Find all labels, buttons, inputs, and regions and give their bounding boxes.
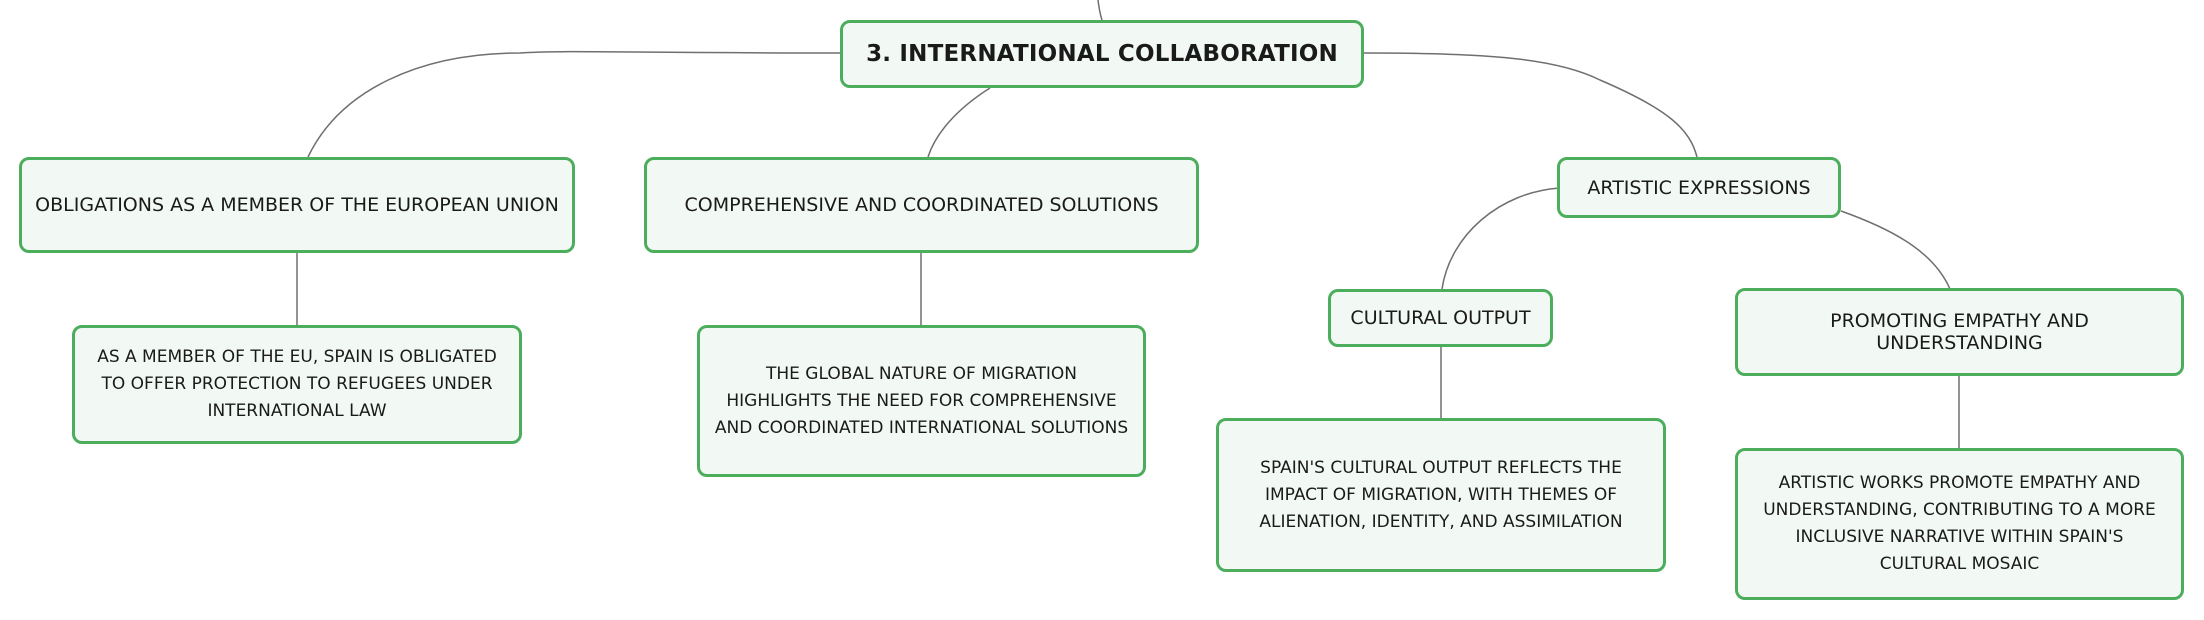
connector-parent-to-root — [1097, 0, 1103, 21]
topic-label: ARTISTIC EXPRESSIONS — [1587, 176, 1811, 199]
connector-root-to-comprehensive — [927, 87, 991, 158]
topic-label: OBLIGATIONS AS A MEMBER OF THE EUROPEAN … — [35, 194, 559, 216]
detail-comprehensive-solutions[interactable]: THE GLOBAL NATURE OF MIGRATION HIGHLIGHT… — [697, 325, 1146, 477]
detail-empathy-understanding[interactable]: ARTISTIC WORKS PROMOTE EMPATHY AND UNDER… — [1735, 448, 2184, 600]
detail-cultural-output[interactable]: SPAIN'S CULTURAL OUTPUT REFLECTS THE IMP… — [1216, 418, 1666, 572]
connector-artistic-to-empathy — [1840, 210, 1951, 290]
subtopic-label: CULTURAL OUTPUT — [1350, 307, 1531, 329]
topic-comprehensive-solutions[interactable]: COMPREHENSIVE AND COORDINATED SOLUTIONS — [644, 157, 1199, 253]
subtopic-empathy-understanding[interactable]: PROMOTING EMPATHY AND UNDERSTANDING — [1735, 288, 2184, 376]
detail-text: ARTISTIC WORKS PROMOTE EMPATHY AND UNDER… — [1763, 473, 2156, 574]
detail-text: THE GLOBAL NATURE OF MIGRATION HIGHLIGHT… — [714, 363, 1129, 438]
subtopic-cultural-output[interactable]: CULTURAL OUTPUT — [1328, 289, 1553, 347]
detail-text: AS A MEMBER OF THE EU, SPAIN IS OBLIGATE… — [97, 347, 497, 421]
topic-artistic-expressions[interactable]: ARTISTIC EXPRESSIONS — [1557, 157, 1841, 218]
topic-label: COMPREHENSIVE AND COORDINATED SOLUTIONS — [684, 194, 1159, 216]
connector-root-to-obligations — [307, 50, 841, 158]
connector-root-to-artistic — [1363, 52, 1698, 158]
detail-text: SPAIN'S CULTURAL OUTPUT REFLECTS THE IMP… — [1259, 457, 1623, 532]
subtopic-label: PROMOTING EMPATHY AND UNDERSTANDING — [1830, 310, 2089, 354]
connector-artistic-to-cultural-output — [1441, 187, 1561, 290]
topic-obligations-eu[interactable]: OBLIGATIONS AS A MEMBER OF THE EUROPEAN … — [19, 157, 575, 253]
root-node[interactable]: 3. INTERNATIONAL COLLABORATION — [840, 20, 1364, 88]
detail-obligations-eu[interactable]: AS A MEMBER OF THE EU, SPAIN IS OBLIGATE… — [72, 325, 522, 444]
root-label: 3. INTERNATIONAL COLLABORATION — [866, 41, 1338, 67]
